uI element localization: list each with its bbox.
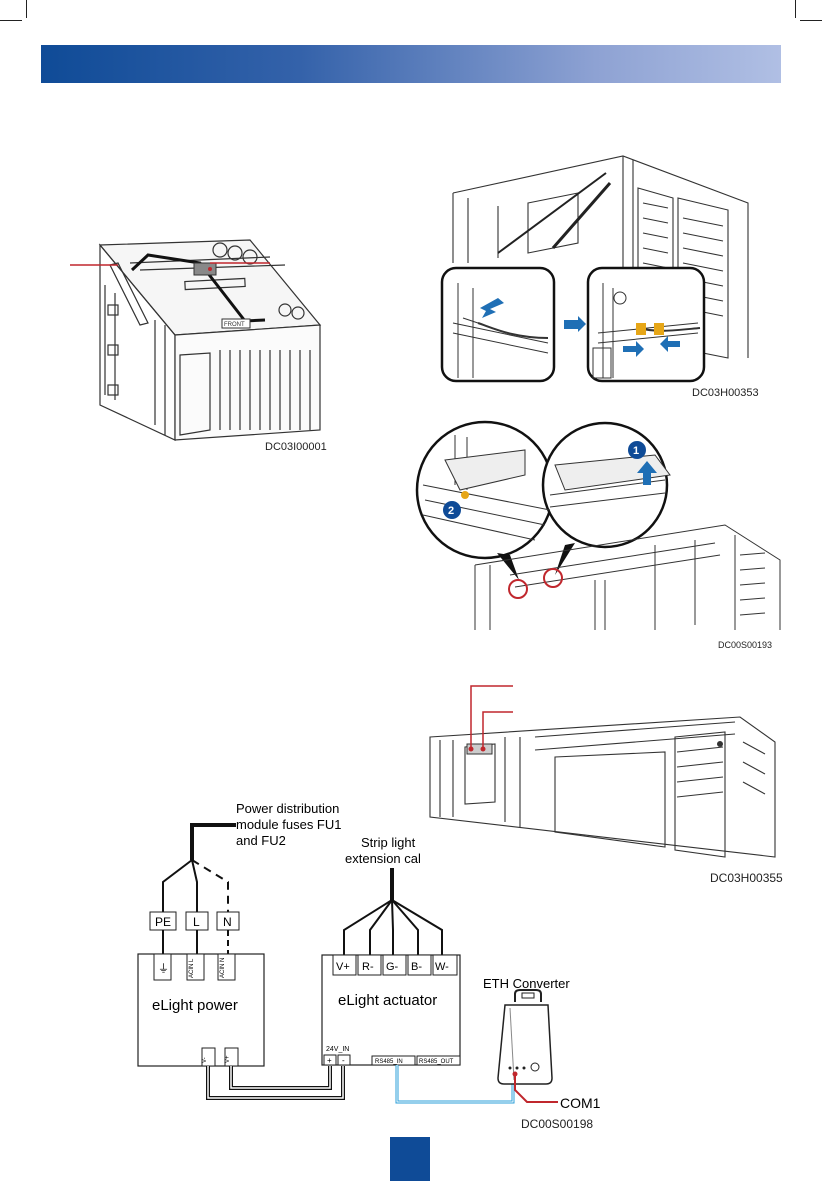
actuator-b-terminal: B- — [411, 961, 422, 973]
rs485-in-port: RS485_IN — [375, 1059, 403, 1065]
crop-mark — [0, 20, 22, 21]
rs485-out-port: RS485_OUT — [419, 1059, 454, 1065]
figure-id: DC03H00353 — [692, 387, 759, 399]
eth-converter-label: ETH Converter — [483, 976, 570, 991]
power-ground-terminal: ⏚ — [158, 962, 169, 975]
crop-mark — [795, 0, 796, 18]
power-vminus-terminal: V- — [202, 1057, 208, 1063]
crop-mark — [26, 0, 27, 18]
cable-route-illustration — [438, 148, 778, 388]
actuator-minus-terminal: - — [342, 1056, 345, 1065]
bracket-install-illustration: 1 2 — [415, 415, 787, 640]
strip-light-line-2: extension cal — [345, 851, 421, 866]
wiring-diagram: Power distribution module fuses FU1 and … — [0, 795, 822, 1140]
terminal-l: L — [193, 915, 200, 929]
power-source-line-1: Power distribution — [236, 801, 339, 816]
cabinet-top-illustration: FRONT — [70, 225, 335, 450]
figure-id: DC03I00001 — [265, 441, 327, 453]
strip-light-line-1: Strip light — [361, 835, 416, 850]
front-label: FRONT — [224, 322, 245, 328]
step-1-callout: 1 — [633, 445, 639, 457]
actuator-g-terminal: G- — [386, 961, 399, 973]
elight-power-label: eLight power — [152, 997, 238, 1014]
actuator-plus-terminal: + — [327, 1056, 332, 1065]
terminal-n: N — [223, 915, 232, 929]
step-2-callout: 2 — [448, 505, 454, 517]
power-acin-n-terminal: ACIN N — [220, 958, 226, 978]
power-source-line-3: and FU2 — [236, 833, 286, 848]
page-badge — [390, 1137, 430, 1181]
crop-mark — [800, 20, 822, 21]
actuator-vplus-terminal: V+ — [336, 961, 350, 973]
section-header-bar — [41, 45, 781, 83]
actuator-w-terminal: W- — [435, 961, 449, 973]
elight-actuator-label: eLight actuator — [338, 992, 437, 1009]
actuator-24v-input-label: 24V_IN — [326, 1046, 349, 1053]
figure-id: DC00S00198 — [521, 1117, 593, 1131]
actuator-r-terminal: R- — [362, 961, 374, 973]
figure-id: DC00S00193 — [718, 640, 772, 650]
com1-label: COM1 — [560, 1095, 601, 1111]
power-source-line-2: module fuses FU1 — [236, 817, 342, 832]
power-vplus-terminal: V+ — [225, 1055, 231, 1063]
terminal-pe: PE — [155, 915, 171, 929]
power-acin-l-terminal: ACIN L — [189, 958, 195, 978]
